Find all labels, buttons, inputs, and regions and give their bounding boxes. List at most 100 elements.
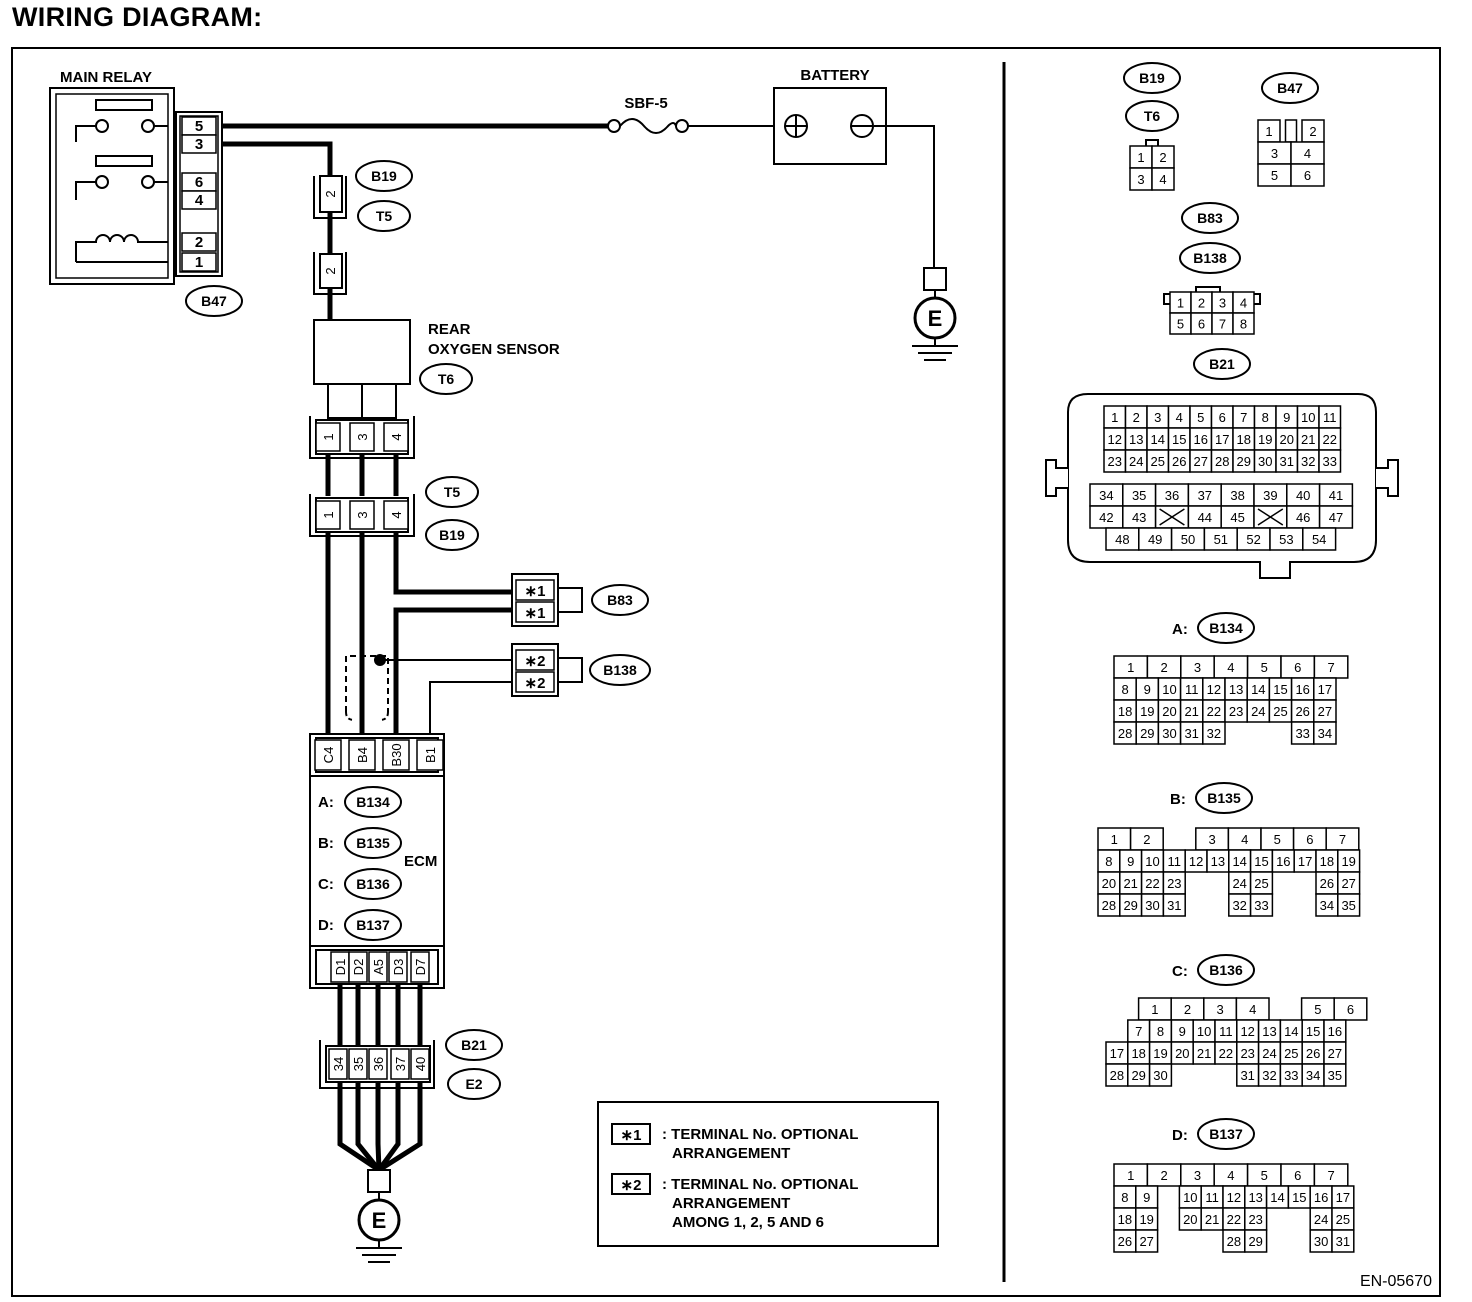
- face-d-pin-10: 10: [1183, 1190, 1197, 1205]
- b83-oval-text: B83: [607, 592, 633, 608]
- face-c-pin-7: 7: [1135, 1024, 1142, 1039]
- b138-oval: [589, 654, 651, 686]
- face-a-pin-23: 23: [1229, 704, 1243, 719]
- face-b-pin-10: 10: [1145, 854, 1159, 869]
- b19-oval-top-text: B19: [371, 168, 397, 184]
- face-b-pin-26: 26: [1320, 876, 1334, 891]
- face-b21-pin-51: 51: [1214, 532, 1228, 547]
- b21-pin-40: 40: [413, 1057, 428, 1071]
- b21-pin-35: 35: [351, 1057, 366, 1071]
- face-d-pin-31: 31: [1336, 1234, 1350, 1249]
- face-b-pin-17: 17: [1298, 854, 1312, 869]
- face-a-pin-33: 33: [1295, 726, 1309, 741]
- b19-oval-top: [355, 160, 413, 192]
- face-a-pin-29: 29: [1140, 726, 1154, 741]
- face-b-pin-28: 28: [1102, 898, 1116, 913]
- page-title: WIRING DIAGRAM:: [12, 2, 263, 32]
- face-b21-pin-27: 27: [1194, 454, 1208, 469]
- face-a-pin-7: 7: [1327, 660, 1334, 675]
- face-c-pin-23: 23: [1240, 1046, 1254, 1061]
- b21-pin-cell: [390, 1048, 410, 1080]
- face-b21-pin-20: 20: [1280, 432, 1294, 447]
- sensor-label-line1: REAR: [428, 321, 471, 338]
- face-b47-pin-4: 4: [1304, 146, 1311, 161]
- face-b-pin-29: 29: [1123, 898, 1137, 913]
- face-b83-pin-4: 4: [1240, 296, 1247, 311]
- face-a-pin-20: 20: [1162, 704, 1176, 719]
- relay-pin-1: 1: [195, 254, 203, 271]
- relay-pin-cell: [181, 190, 217, 210]
- face-c-pin-2: 2: [1184, 1002, 1191, 1017]
- face-d-pin-20: 20: [1183, 1212, 1197, 1227]
- face-b83-pin-8: 8: [1240, 317, 1247, 332]
- face-a-pin-13: 13: [1229, 682, 1243, 697]
- ecm-top-pin-B1: B1: [423, 747, 438, 763]
- fuse-terminal-left: [607, 119, 621, 133]
- face-b21-pin-41: 41: [1329, 488, 1343, 503]
- face-b-pin-14: 14: [1232, 854, 1246, 869]
- b134-face-oval-text: B134: [1209, 620, 1243, 636]
- relay-bar-icon: [95, 99, 153, 111]
- shield-dashed: [345, 655, 389, 712]
- face-d-pin-13: 13: [1248, 1190, 1262, 1205]
- face-b47-cell: [1290, 163, 1325, 187]
- e2-oval-text: E2: [465, 1076, 482, 1092]
- t6-oval: [419, 363, 473, 395]
- face-a-pin-22: 22: [1207, 704, 1221, 719]
- ecm-b136-oval: [344, 868, 402, 900]
- face-c-pin-8: 8: [1157, 1024, 1164, 1039]
- face-c-pin-24: 24: [1262, 1046, 1276, 1061]
- face-c-pin-19: 19: [1153, 1046, 1167, 1061]
- face-d-pin-14: 14: [1270, 1190, 1284, 1205]
- face-d-pin-9: 9: [1143, 1190, 1150, 1205]
- face-b21-pin-43: 43: [1132, 510, 1146, 525]
- t6-face-oval-text: T6: [1144, 108, 1161, 124]
- ecm-label: ECM: [404, 853, 437, 870]
- face-a-pin-15: 15: [1273, 682, 1287, 697]
- diagram-frame: [11, 47, 1441, 1297]
- b21-pin-36: 36: [371, 1057, 386, 1071]
- face-b21-pin-42: 42: [1099, 510, 1113, 525]
- t5-oval-mid-text: T5: [444, 484, 461, 500]
- face-b21-pin-54: 54: [1312, 532, 1326, 547]
- joint-pin-cell: [349, 500, 375, 530]
- face-b-pin-15: 15: [1254, 854, 1268, 869]
- face-b21-pin-39: 39: [1263, 488, 1277, 503]
- face-a-pin-34: 34: [1318, 726, 1332, 741]
- rear-oxygen-sensor-box: [313, 319, 411, 385]
- main-relay-label: MAIN RELAY: [60, 69, 152, 86]
- face-t6-pin-2: 2: [1159, 150, 1166, 165]
- face-d-pin-8: 8: [1121, 1190, 1128, 1205]
- face-b-cell: [1249, 893, 1274, 917]
- ecm-top-pin-cell: [382, 739, 410, 771]
- ecm-prefix-0: A:: [318, 794, 334, 811]
- face-a-pin-1: 1: [1127, 660, 1134, 675]
- face-b-pin-11: 11: [1168, 854, 1182, 869]
- face-a-pin-27: 27: [1318, 704, 1332, 719]
- face-c-pin-3: 3: [1216, 1002, 1223, 1017]
- face-b21-pin-23: 23: [1108, 454, 1122, 469]
- face-c-pin-18: 18: [1131, 1046, 1145, 1061]
- face-b21-pin-48: 48: [1115, 532, 1129, 547]
- ecm-top-pin-cell: [314, 739, 342, 771]
- face-b-pin-3: 3: [1208, 832, 1215, 847]
- face-c-cell: [1333, 997, 1368, 1021]
- face-d-pin-30: 30: [1314, 1234, 1328, 1249]
- face-b21-pin-22: 22: [1323, 432, 1337, 447]
- b47-oval-text: B47: [201, 293, 227, 309]
- face-b83-cell: [1232, 312, 1255, 335]
- t6-oval-text: T6: [438, 371, 455, 387]
- face-b-pin-2: 2: [1143, 832, 1150, 847]
- battery-label: BATTERY: [800, 67, 869, 84]
- b83-pin-a: ∗1: [525, 583, 546, 600]
- ecm-b134-text: B134: [356, 794, 390, 810]
- legend-text-1-line2: ARRANGEMENT: [672, 1145, 790, 1162]
- face-b-cell: [1162, 893, 1186, 917]
- face-b21-pin-44: 44: [1198, 510, 1212, 525]
- face-b21-pin-7: 7: [1240, 410, 1247, 425]
- face-b47-pin-3: 3: [1271, 146, 1278, 161]
- face-c-pin-31: 31: [1240, 1068, 1254, 1083]
- sensor-pin-3: 3: [355, 433, 370, 440]
- face-d-pin-25: 25: [1336, 1212, 1350, 1227]
- face-a-cell: [1313, 721, 1337, 745]
